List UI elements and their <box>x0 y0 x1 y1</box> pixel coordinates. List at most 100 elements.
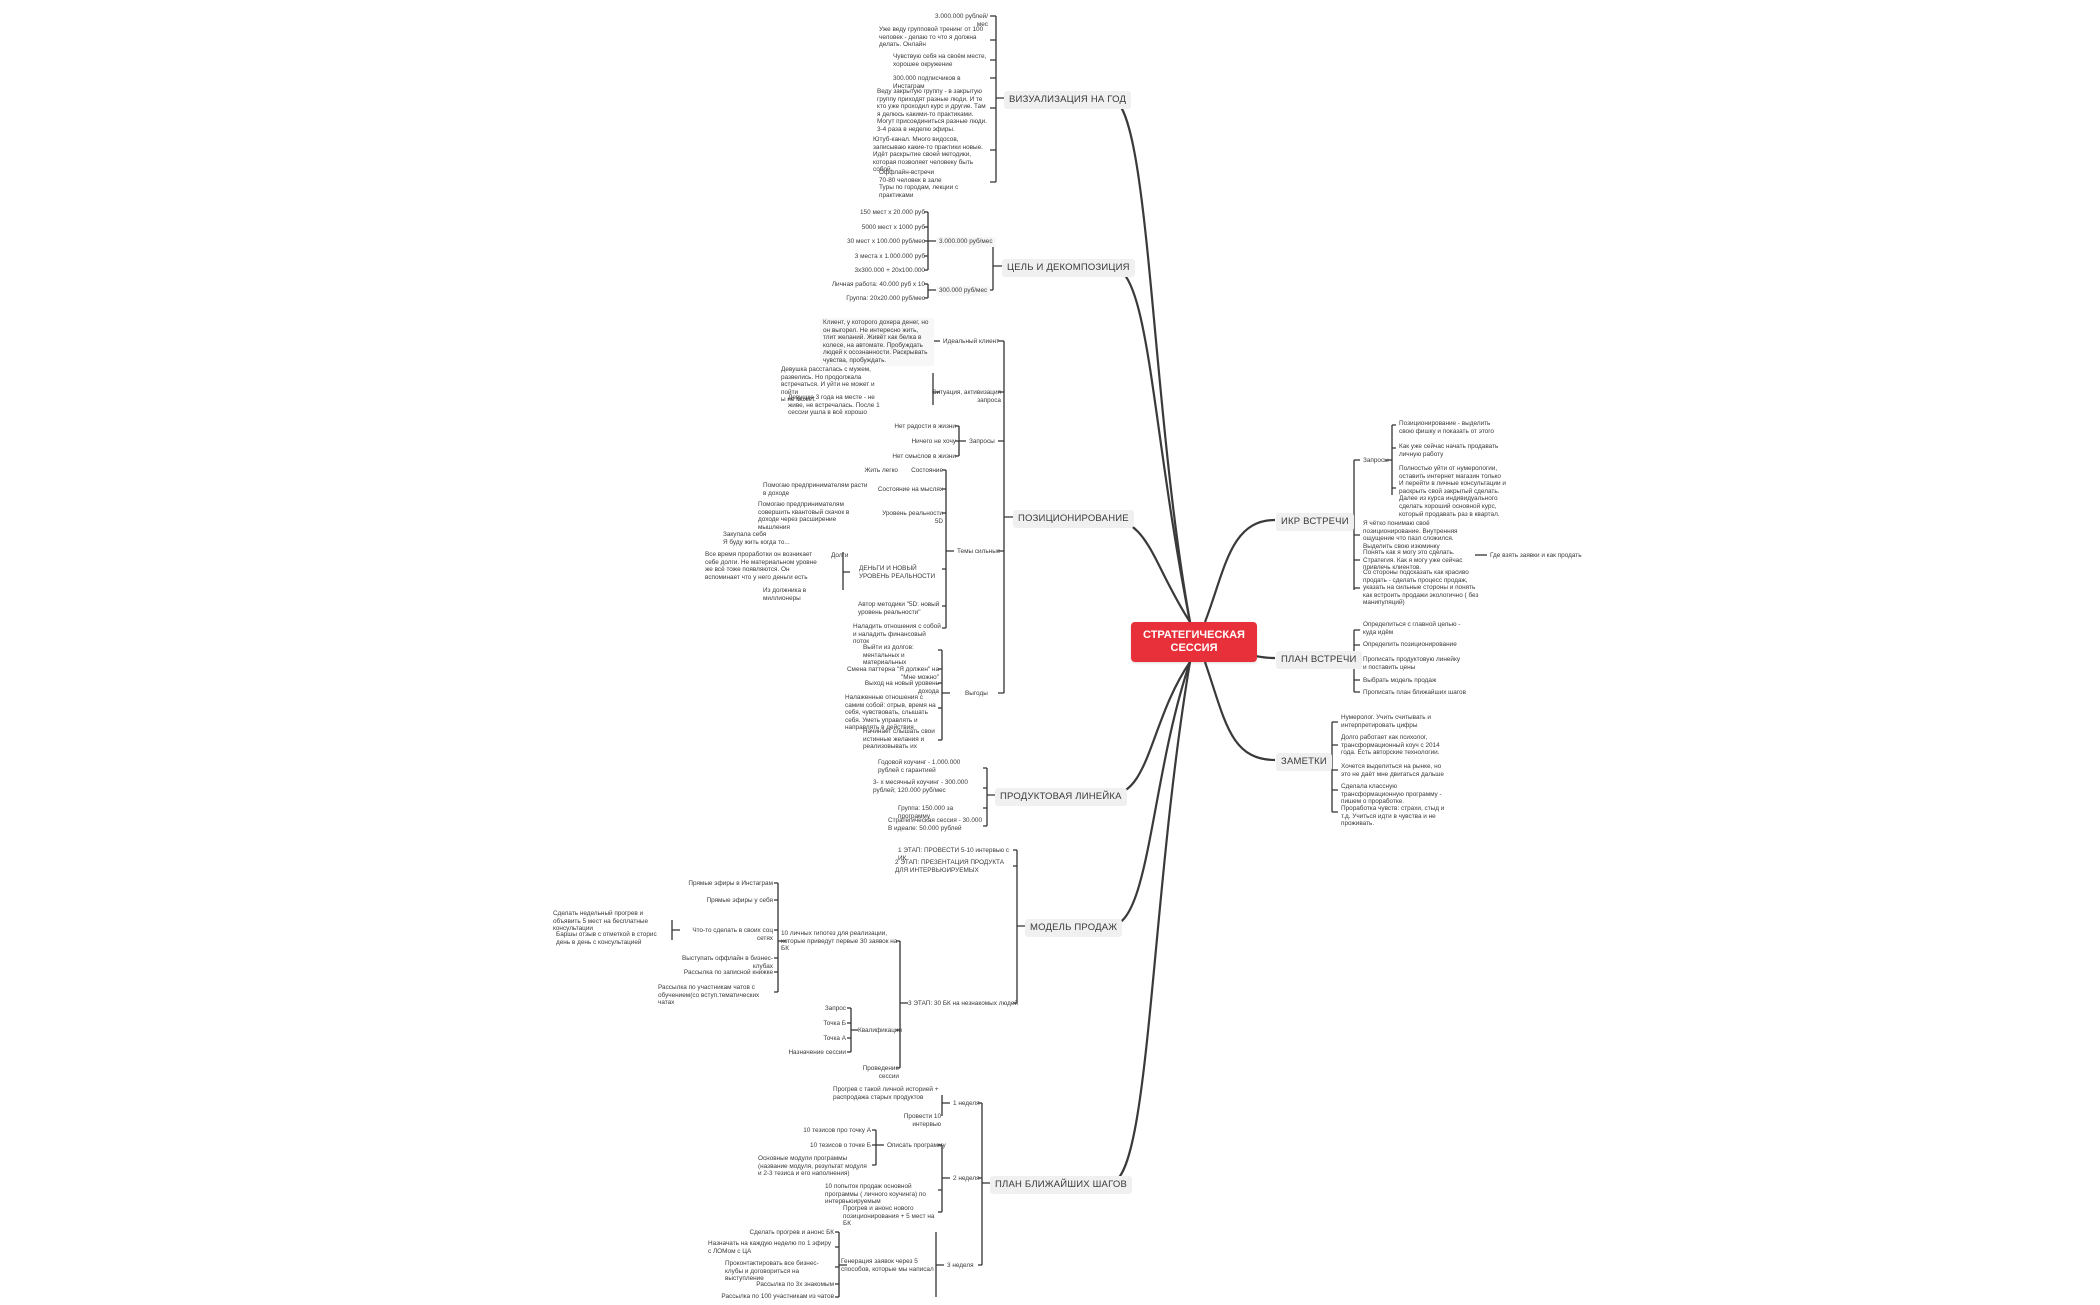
gen-item[interactable]: Проконтактировать все бизнес-клубы и дог… <box>725 1260 819 1283</box>
branch-sales[interactable]: МОДЕЛЬ ПРОДАЖ <box>1025 919 1123 937</box>
gen-item[interactable]: Назначать на каждую неделю по 1 эфиру с … <box>708 1240 832 1255</box>
debt-item[interactable]: Закупала себя Я буду жить когда то... <box>723 531 790 546</box>
debt-item[interactable]: Из должника в миллионеры <box>763 587 807 602</box>
hyp-item[interactable]: Рассылка по участникам чатов с обучением… <box>658 984 760 1007</box>
plan-item[interactable]: Определиться с главной целью - куда идём <box>1363 621 1461 636</box>
note-item[interactable]: Сделала классную трансформационную прогр… <box>1341 783 1442 806</box>
benefit-item[interactable]: Смена паттерна "Я должен" на "Мне можно" <box>846 666 939 681</box>
qual-item[interactable]: Точка А <box>823 1035 846 1042</box>
describe-item[interactable]: 10 тезисов о точке Б <box>810 1142 871 1149</box>
week-2-item[interactable]: Прогрев и анонс нового позиционирования … <box>843 1205 935 1228</box>
goal-item[interactable]: Личная работа: 40.000 руб х 10 <box>831 281 925 288</box>
hyp-item[interactable]: Прямые эфиры у себя <box>706 897 774 904</box>
theme-level[interactable]: Уровень реальности 5D <box>882 510 943 525</box>
hyp-item[interactable]: Выступать оффлайн в бизнес-клубах <box>682 955 773 970</box>
ikr-request-item[interactable]: Как уже сейчас начать продавать личную р… <box>1399 443 1499 458</box>
theme-thoughts-child[interactable]: Помогаю предпринимателям расти в доходе <box>763 482 868 497</box>
ikr-result[interactable]: Понять как я могу это сделать. Стратегия… <box>1363 549 1463 572</box>
goal-item[interactable]: 5000 мест х 1000 руб <box>861 224 925 231</box>
plan-item[interactable]: Выбрать модель продаж <box>1363 677 1437 684</box>
theme-money[interactable]: ДЕНЬГИ И НОВЫЙ УРОВЕНЬ РЕАЛЬНОСТИ <box>859 565 936 580</box>
theme-author[interactable]: Автор методики "5D: новый уровень реальн… <box>858 601 940 616</box>
gen-item[interactable]: Рассылка по 3х знакомым <box>756 1281 834 1288</box>
plan-item[interactable]: Прописать план ближайших шагов <box>1363 689 1466 696</box>
ikr-result[interactable]: Я чётко понимаю своё позиционирование. В… <box>1363 520 1458 550</box>
branch-ikr[interactable]: ИКР ВСТРЕЧИ <box>1276 513 1354 531</box>
branch-vision[interactable]: ВИЗУАЛИЗАЦИЯ НА ГОД <box>1004 91 1132 109</box>
vision-item[interactable]: Веду закрытую группу - в закрытую группу… <box>877 88 987 133</box>
hyp-item[interactable]: Что-то сделать в своих соц сетях <box>692 927 773 942</box>
sales-stage-1[interactable]: 1 ЭТАП: ПРОВЕСТИ 5-10 интервью с ИК <box>898 847 1009 862</box>
plan-item[interactable]: Определить позиционирование <box>1363 641 1457 648</box>
goal-sub-1[interactable]: 3.000.000 руб/мес <box>936 237 996 247</box>
positioning-themes[interactable]: Темы сильные <box>957 548 1001 555</box>
week-1[interactable]: 1 неделя <box>953 1100 980 1107</box>
note-item[interactable]: Проработка чувств: страхи, стыд и т.д. У… <box>1341 805 1445 828</box>
product-item[interactable]: Годовой коучинг - 1.000.000 рублей с гар… <box>878 759 961 774</box>
week-3[interactable]: 3 неделя <box>947 1262 974 1269</box>
vision-item[interactable]: Оффлайн-встречи 70-80 человек в зале Тур… <box>879 169 959 199</box>
vision-item[interactable]: Чувствую себя на своём месте, хорошее ок… <box>893 53 987 68</box>
qual-item[interactable]: Запрос <box>824 1005 846 1012</box>
note-item[interactable]: Нумеролог. Учить считывать и интерпретир… <box>1341 714 1431 729</box>
branch-meeting-plan[interactable]: ПЛАН ВСТРЕЧИ <box>1276 651 1362 669</box>
product-item[interactable]: Группа: 150.000 за программу <box>898 805 954 820</box>
theme-level-child[interactable]: Помогаю предпринимателям совершить квант… <box>758 501 850 531</box>
goal-item[interactable]: Группа: 20х20.000 руб/мес <box>846 295 925 302</box>
branch-next-steps[interactable]: ПЛАН БЛИЖАЙШИХ ШАГОВ <box>990 1176 1133 1194</box>
ikr-requests[interactable]: Запросы <box>1363 457 1389 464</box>
ikr-result-side[interactable]: Где взять заявки и как продать <box>1490 552 1582 559</box>
benefit-item[interactable]: Выйти из долгов: ментальных и материальн… <box>863 644 914 667</box>
describe-item[interactable]: 10 тезисов про точку А <box>803 1127 871 1134</box>
theme-state-child[interactable]: Жить легко <box>864 467 898 474</box>
branch-positioning[interactable]: ПОЗИЦИОНИРОВАНИЕ <box>1013 510 1134 528</box>
note-item[interactable]: Долго работает как психолог, трансформац… <box>1341 734 1440 757</box>
goal-item[interactable]: 150 мест х 20.000 руб <box>860 209 925 216</box>
qual-item[interactable]: Назначение сессии <box>788 1049 846 1056</box>
positioning-ideal-client[interactable]: Идеальный клиент <box>943 338 1000 345</box>
positioning-benefits[interactable]: Выгоды <box>965 690 988 697</box>
request-item[interactable]: Ничего не хочу <box>911 438 956 445</box>
lead-generation[interactable]: Генерация заявок через 5 способов, котор… <box>841 1258 934 1273</box>
week-1-item[interactable]: Провести 10 интервью <box>903 1113 941 1128</box>
sales-hypotheses[interactable]: 10 личных гипотез для реализации, которы… <box>781 930 898 953</box>
social-item[interactable]: Баршы отзыв с отметкой в сторис день в д… <box>556 931 657 946</box>
sales-stage-3[interactable]: 3 ЭТАП: 30 БК на незнакомых людей <box>908 1000 1018 1007</box>
hyp-item[interactable]: Рассылка по записной книжке <box>683 969 773 976</box>
positioning-trigger[interactable]: Ситуация, активизация запроса <box>931 389 1001 404</box>
social-item[interactable]: Сделать недельный прогрев и объявить 5 м… <box>553 910 649 933</box>
goal-item[interactable]: 30 мест х 100.000 руб/мес <box>847 238 925 245</box>
positioning-ideal-text[interactable]: Клиент, у которого дохера денег, но он в… <box>820 318 934 366</box>
sales-stage-2[interactable]: 2 ЭТАП: ПРЕЗЕНТАЦИЯ ПРОДУКТА ДЛЯ ИНТЕРВЬ… <box>895 859 1005 874</box>
gen-item[interactable]: Рассылка по 100 участникам из чатов <box>721 1293 834 1300</box>
describe-item[interactable]: Основные модули программы (название моду… <box>758 1155 867 1178</box>
goal-item[interactable]: 3х300.000 + 20х100.000 <box>854 267 925 274</box>
request-item[interactable]: Нет смыслов в жизни <box>892 453 956 460</box>
plan-item[interactable]: Прописать продуктовую линейку и поставит… <box>1363 656 1461 671</box>
theme-relations[interactable]: Наладить отношения с собой и наладить фи… <box>853 623 941 646</box>
vision-item[interactable]: Уже веду групповой тренинг от 100 челове… <box>879 26 984 49</box>
branch-goal[interactable]: ЦЕЛЬ И ДЕКОМПОЗИЦИЯ <box>1002 259 1135 277</box>
trigger-item[interactable]: Девушке 3 года на месте - не живе, не вс… <box>788 394 880 417</box>
request-item[interactable]: Нет радости в жизни <box>894 423 956 430</box>
theme-thoughts[interactable]: Состояние на мыслях <box>877 486 943 493</box>
theme-debts[interactable]: Долги <box>831 552 849 559</box>
goal-sub-2[interactable]: 300.000 руб/мес <box>936 286 991 296</box>
vision-item[interactable]: 3.000.000 рублей/мес <box>935 13 988 28</box>
ikr-request-item[interactable]: Полностью уйти от нумерологии, оставить … <box>1399 465 1506 518</box>
gen-item[interactable]: Сделать прогрев и анонс БК <box>749 1229 834 1236</box>
week-1-item[interactable]: Прогрев с такой личной историей + распро… <box>833 1086 939 1101</box>
ikr-result[interactable]: Со стороны подсказать как красиво продат… <box>1363 569 1479 607</box>
ikr-request-item[interactable]: Позиционирование - выделить свою фишку и… <box>1399 420 1494 435</box>
vision-item[interactable]: 300.000 подписчиков в Инстаграм <box>893 75 961 90</box>
product-item[interactable]: 3- х месячный коучинг - 300.000 рублей; … <box>873 779 968 794</box>
sales-qualification[interactable]: Квалификация <box>858 1027 902 1034</box>
product-item[interactable]: Стратегическая сессия - 30.000 В идеале:… <box>888 817 983 832</box>
root-node[interactable]: СТРАТЕГИЧЕСКАЯ СЕССИЯ <box>1131 622 1257 662</box>
positioning-requests[interactable]: Запросы <box>969 438 995 445</box>
benefit-item[interactable]: Начинает слышать свои истинные желания и… <box>863 728 935 751</box>
vision-item[interactable]: Ютуб-канал. Много видосов, записываю как… <box>873 136 983 174</box>
goal-item[interactable]: 3 места х 1.000.000 руб <box>854 253 925 260</box>
theme-state[interactable]: Состояние <box>911 467 943 474</box>
qual-item[interactable]: Точка Б <box>823 1020 846 1027</box>
